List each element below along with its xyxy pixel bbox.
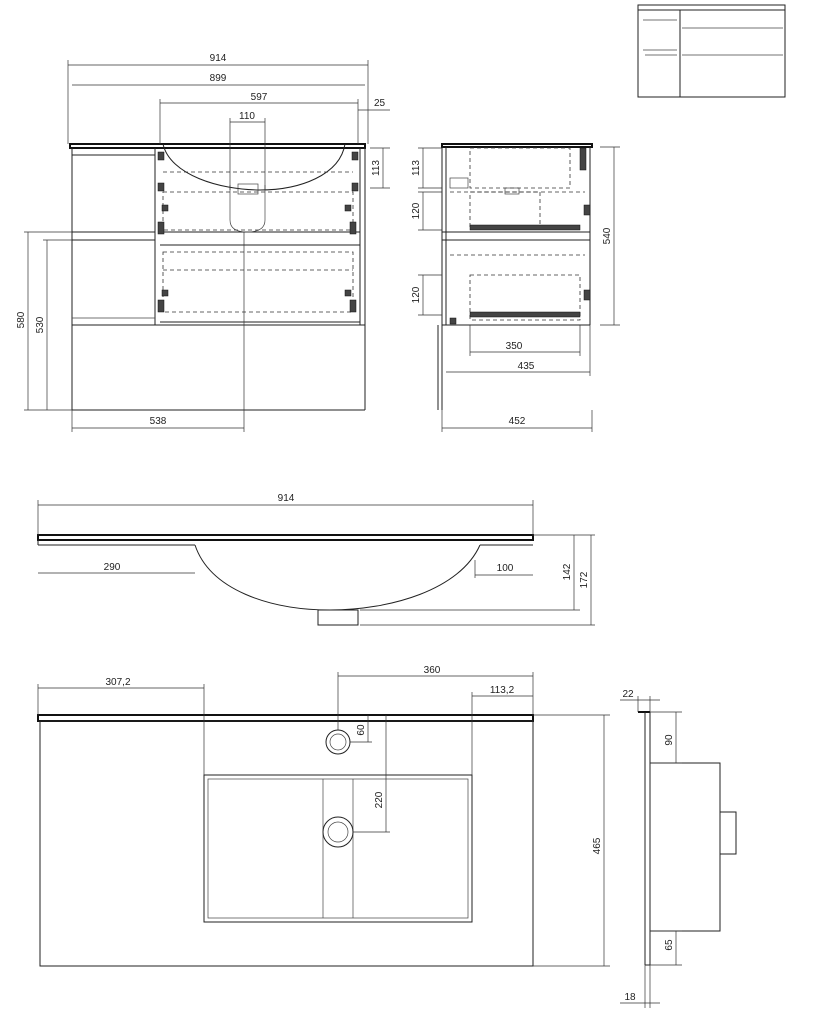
side-view: [437, 143, 593, 410]
dim-front-25: 25: [374, 98, 386, 109]
front-view: [69, 143, 366, 411]
dim-side-18: 18: [624, 992, 636, 1003]
dim-front-914: 914: [210, 53, 227, 64]
dim-plan-113-2: 113,2: [490, 685, 515, 696]
dim-basin-142: 142: [562, 563, 573, 580]
basin-section-dimensions: 914 290 100 142 172: [37, 493, 595, 626]
dim-front-110: 110: [239, 111, 255, 122]
dim-basin-290: 290: [104, 562, 121, 573]
basin-section: [37, 534, 534, 626]
dim-plan-220: 220: [374, 791, 385, 808]
dim-basin-100: 100: [497, 563, 514, 574]
basin-side: [638, 711, 737, 966]
drain-hole: [322, 816, 354, 848]
dim-plan-465: 465: [592, 837, 603, 854]
dim-plan-307-2: 307,2: [105, 677, 130, 688]
dim-side-540: 540: [602, 227, 613, 244]
dim-side-65: 65: [664, 939, 675, 951]
basin-plan: [37, 714, 534, 967]
tap-hole: [325, 729, 351, 755]
dim-basin-914: 914: [278, 493, 295, 504]
basin-side-dimensions: 22 90 65 18: [620, 689, 682, 1008]
front-view-dimensions: 914 899 597 110 25 113 580 530 538: [16, 53, 390, 432]
dim-front-899: 899: [210, 73, 227, 84]
dim-side-120-a: 120: [411, 202, 422, 219]
dim-front-580: 580: [16, 311, 27, 328]
thumbnail-view: [637, 4, 786, 98]
dim-side-350: 350: [506, 341, 523, 352]
dim-front-113: 113: [371, 160, 382, 176]
dim-side-90: 90: [664, 734, 675, 746]
dim-plan-360: 360: [424, 665, 441, 676]
dim-front-530: 530: [35, 316, 46, 333]
dim-front-597: 597: [251, 92, 268, 103]
dim-front-538: 538: [150, 416, 167, 427]
side-view-dimensions: 113 120 120 540 350 435 452: [411, 146, 620, 432]
dim-side-113: 113: [411, 160, 422, 176]
dim-side-120-b: 120: [411, 286, 422, 303]
dim-side-452: 452: [509, 416, 526, 427]
dim-side-22: 22: [622, 689, 634, 700]
dim-basin-172: 172: [579, 571, 590, 588]
basin-plan-dimensions: 307,2 360 113,2 60 220 465: [37, 665, 610, 967]
dim-side-435: 435: [518, 361, 535, 372]
dim-plan-60: 60: [356, 724, 367, 736]
